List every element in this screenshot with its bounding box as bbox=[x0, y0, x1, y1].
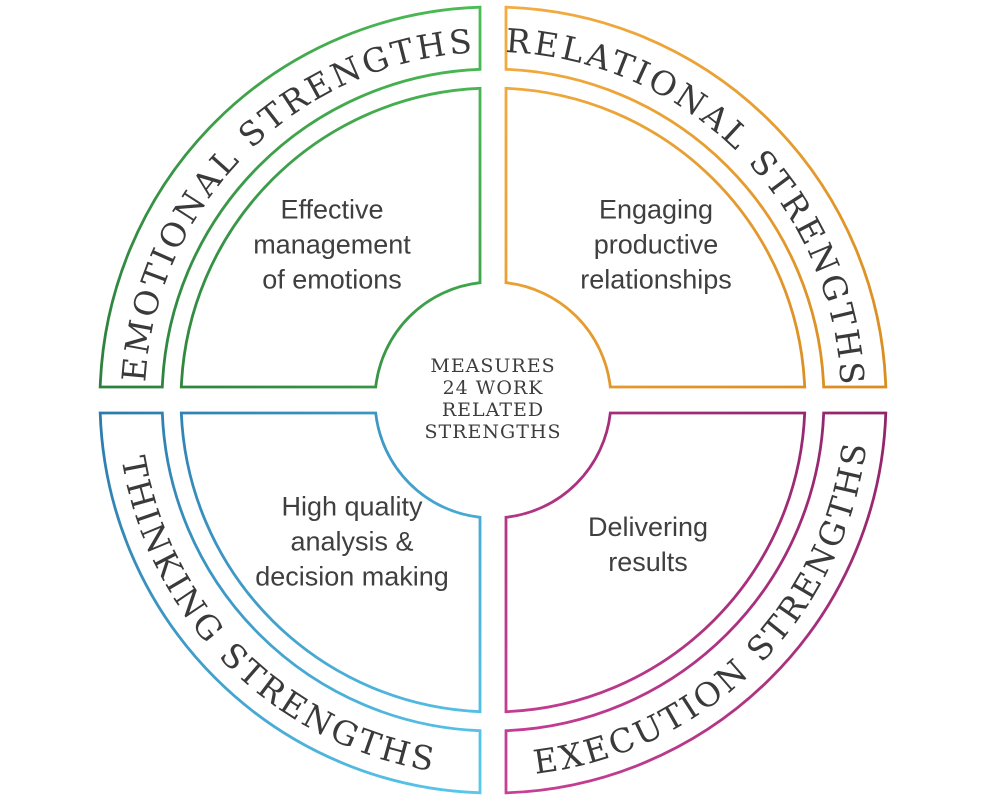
emotional-strengths-band bbox=[98, 5, 482, 389]
execution-description: Delivering results bbox=[587, 512, 709, 577]
emotional-quadrant-segment bbox=[179, 86, 482, 389]
thinking-strengths-band bbox=[98, 411, 482, 795]
relational-strengths-band bbox=[504, 5, 888, 389]
relational-description: Engaging productive relationships bbox=[580, 194, 732, 295]
emotional-description: Effective management of emotions bbox=[253, 194, 411, 295]
thinking-description: High quality analysis & decision making bbox=[255, 491, 449, 592]
thinking-quadrant-segment bbox=[179, 411, 482, 714]
relational-quadrant-segment bbox=[504, 86, 807, 389]
execution-strengths-band bbox=[504, 411, 888, 795]
execution-quadrant-segment bbox=[504, 411, 807, 714]
center-label: MEASURES 24 WORK RELATED STRENGTHS bbox=[424, 355, 562, 443]
